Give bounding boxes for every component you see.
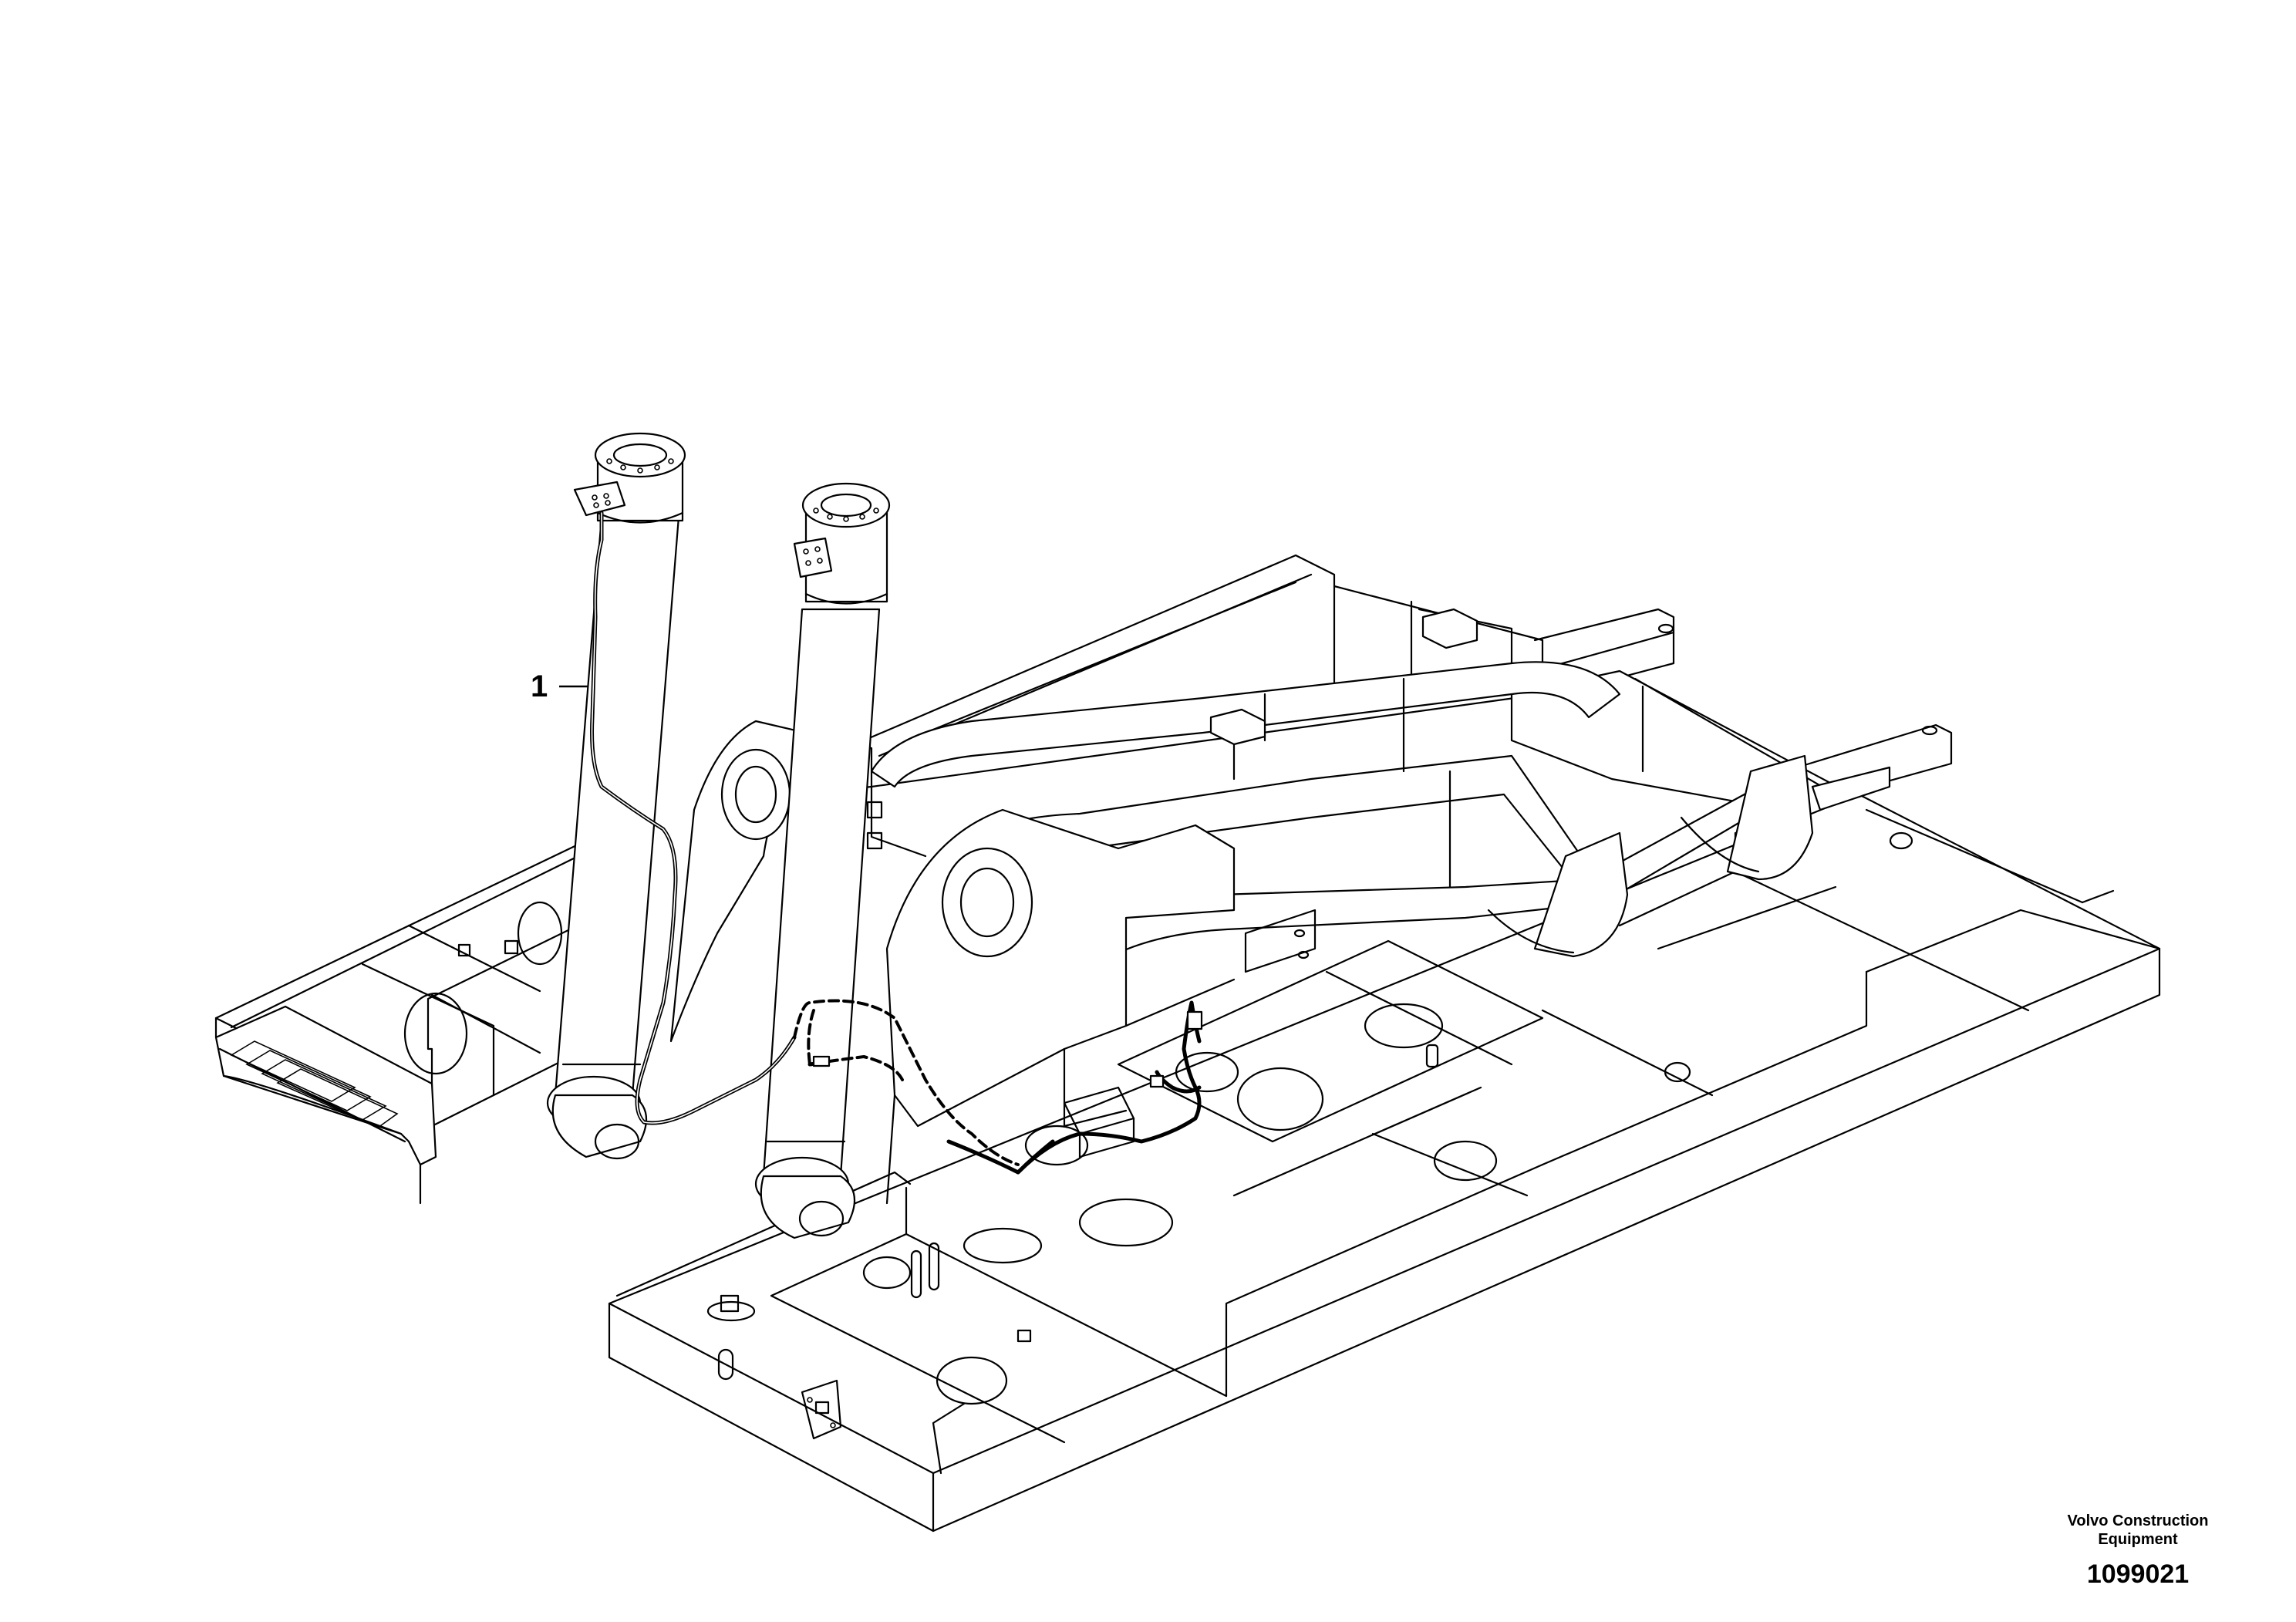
manufacturer-label: Volvo Construction Equipment bbox=[2061, 1512, 2215, 1549]
right-cylinder bbox=[754, 482, 891, 1239]
step-plate bbox=[214, 1005, 437, 1205]
left-cylinder bbox=[546, 432, 686, 1160]
document-number: 1099021 bbox=[2086, 1560, 2190, 1589]
callout-label-1: 1 bbox=[531, 669, 548, 703]
manufacturer-line-2: Equipment bbox=[2098, 1531, 2178, 1548]
right-track-frame bbox=[608, 793, 2161, 1533]
manufacturer-line-1: Volvo Construction bbox=[2067, 1512, 2209, 1529]
boom-foot-bracket bbox=[669, 720, 1317, 1205]
upper-rails bbox=[870, 608, 1891, 958]
wiring-harness bbox=[590, 511, 1203, 1175]
